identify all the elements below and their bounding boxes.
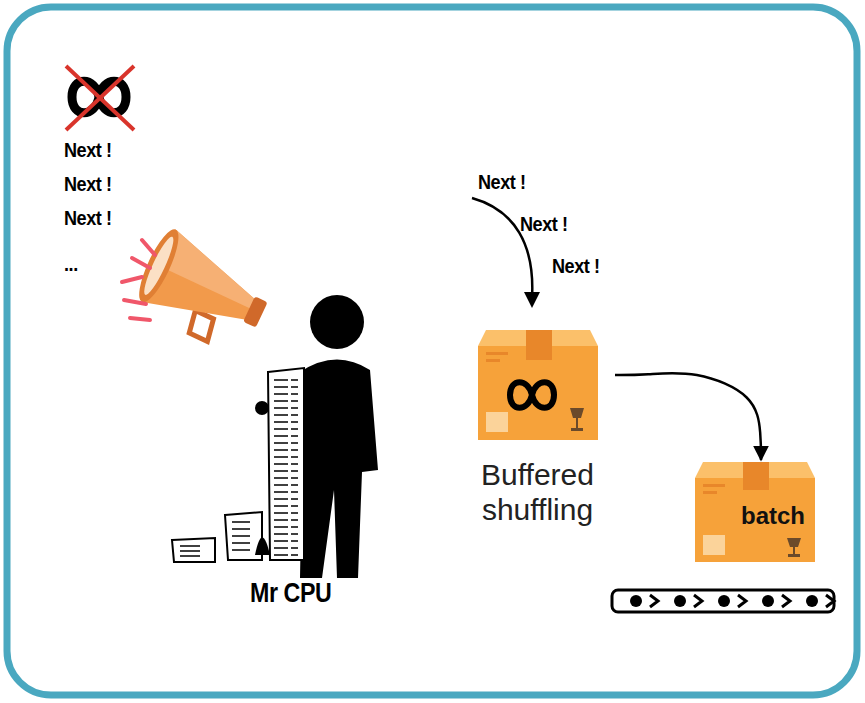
- call-text: Next !: [520, 212, 568, 236]
- frame: [7, 7, 857, 695]
- megaphone: [129, 225, 279, 358]
- batch-box: batch: [695, 462, 815, 562]
- call-text: Next !: [64, 206, 112, 230]
- receipt-list: [172, 368, 304, 562]
- call-text: Next !: [64, 172, 112, 196]
- conveyor-belt: [612, 590, 834, 612]
- call-text: ...: [64, 252, 78, 276]
- loop-icon-crossed: [66, 66, 134, 130]
- call-text: Next !: [478, 170, 526, 194]
- sound-lines: [122, 240, 155, 320]
- box-label: batch: [695, 502, 815, 530]
- batch-box-icon: [695, 462, 815, 562]
- call-text: Next !: [64, 138, 112, 162]
- shuffle-box-icon: [478, 330, 598, 440]
- call-arrowhead: [524, 292, 540, 308]
- box-caption: Buffered shuffling: [460, 458, 615, 527]
- call-text: Next !: [552, 254, 600, 278]
- figure-name: Mr CPU: [250, 578, 331, 609]
- flow-arrow: [615, 373, 761, 460]
- shuffle-box: Buffered shuffling: [460, 330, 615, 531]
